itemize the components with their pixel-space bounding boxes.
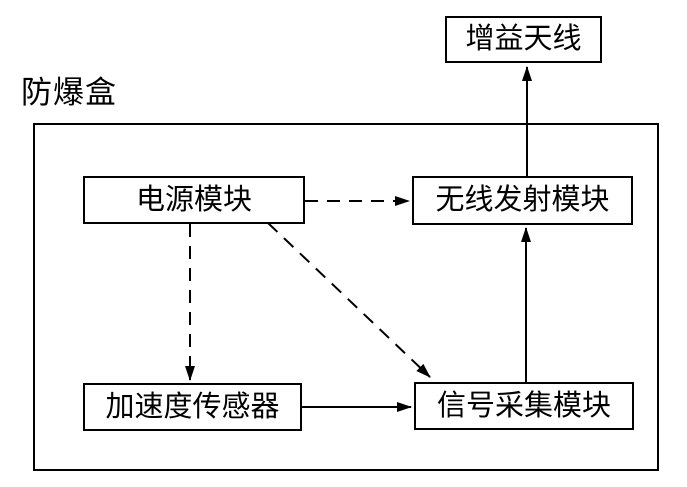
container-label: 防爆盒 [21, 75, 117, 110]
node-signal-acquisition-module: 信号采集模块 [414, 382, 634, 430]
node-acceleration-sensor: 加速度传感器 [83, 383, 302, 431]
arrow-power-to-acquisition [267, 222, 431, 378]
node-power-module-label: 电源模块 [135, 183, 252, 216]
node-wireless-transmitter-module: 无线发射模块 [412, 176, 633, 225]
node-wireless-transmitter-module-label: 无线发射模块 [435, 184, 610, 216]
node-power-module: 电源模块 [83, 176, 305, 224]
node-signal-acquisition-module-label: 信号采集模块 [436, 389, 611, 422]
node-gain-antenna-label: 增益天线 [465, 23, 582, 55]
node-gain-antenna: 增益天线 [445, 16, 602, 63]
node-acceleration-sensor-label: 加速度传感器 [105, 390, 280, 423]
explosion-proof-box-outline [33, 123, 659, 471]
